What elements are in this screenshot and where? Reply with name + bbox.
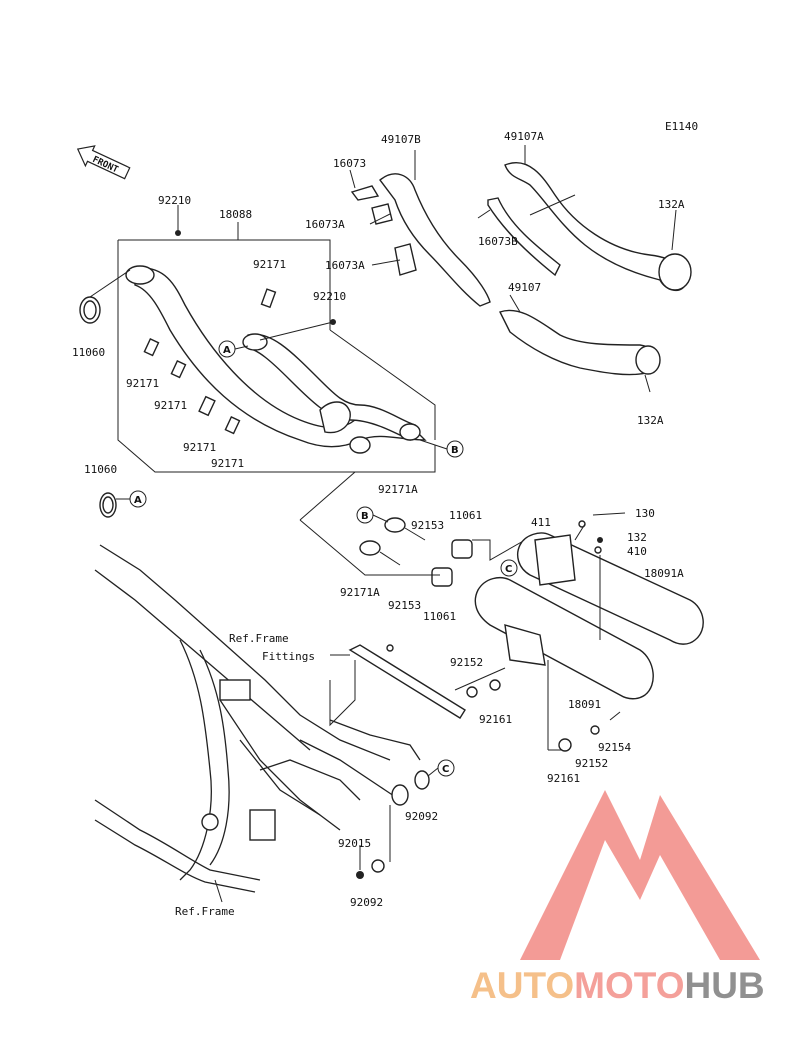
connector-c-muffler: C: [500, 559, 518, 577]
clamp-parts: [359, 517, 473, 587]
part-labels: 92210 18088 92171 92210 11060 92171 9217…: [72, 130, 685, 918]
connector-b-right: B: [446, 440, 464, 458]
part-label-92210-top: 92210: [158, 194, 191, 207]
part-label-92171-b: 92171: [126, 377, 159, 390]
muffler-18091: [474, 577, 654, 700]
watermark-logo: [520, 790, 760, 960]
svg-text:A: A: [134, 495, 142, 506]
part-label-92152-top: 92152: [450, 656, 483, 669]
part-label-16073A-2: 16073A: [325, 259, 365, 272]
part-label-92092-bot: 92092: [350, 896, 383, 909]
part-label-92161-bot: 92161: [547, 772, 580, 785]
part-label-92154: 92154: [598, 741, 631, 754]
connector-b-lower: B: [356, 506, 374, 524]
part-label-92171-e: 92171: [211, 457, 244, 470]
part-label-92153-bot: 92153: [388, 599, 421, 612]
watermark-brand: AUTOMOTOHUB: [470, 965, 765, 1006]
part-label-92015: 92015: [338, 837, 371, 850]
part-label-49107: 49107: [508, 281, 541, 294]
ref-frame-fittings-line2: Fittings: [262, 650, 315, 663]
part-label-92161-top: 92161: [479, 713, 512, 726]
motorcycle-frame: [94, 544, 430, 903]
part-label-410: 410: [627, 545, 647, 558]
part-label-92171-c: 92171: [154, 399, 187, 412]
part-label-49107A: 49107A: [504, 130, 544, 143]
brand-hub: HUB: [684, 965, 764, 1006]
part-label-92152-bot: 92152: [575, 757, 608, 770]
part-label-411: 411: [531, 516, 551, 529]
part-label-92171A-bot: 92171A: [340, 586, 380, 599]
heat-guard-49107B: [350, 173, 491, 307]
part-label-130: 130: [635, 507, 655, 520]
part-label-11060-top: 11060: [72, 346, 105, 359]
part-label-92171A-top: 92171A: [378, 483, 418, 496]
ref-frame-fittings-line1: Ref.Frame: [229, 632, 289, 645]
front-arrow-icon: FRONT: [76, 145, 131, 180]
part-label-16073: 16073: [333, 157, 366, 170]
connector-a-lower: A: [129, 490, 147, 508]
svg-text:B: B: [361, 511, 369, 522]
part-label-18091: 18091: [568, 698, 601, 711]
part-label-132A-top: 132A: [658, 198, 685, 211]
brand-moto: MOTO: [574, 965, 684, 1006]
part-label-132A-bot: 132A: [637, 414, 664, 427]
part-label-92210-mid: 92210: [313, 290, 346, 303]
svg-text:AUTOMOTOHUB: AUTOMOTOHUB: [470, 965, 765, 1006]
bracket-rail: [348, 644, 466, 719]
part-label-11061-bot: 11061: [423, 610, 456, 623]
connector-c-lower: C: [437, 759, 455, 777]
part-label-132: 132: [627, 531, 647, 544]
header-pipe-18088: [125, 265, 427, 454]
svg-text:A: A: [223, 345, 231, 356]
brand-auto: AUTO: [470, 965, 574, 1006]
part-label-92171-d: 92171: [183, 441, 216, 454]
ref-frame-bottom: Ref.Frame: [175, 905, 235, 918]
part-label-92092-top: 92092: [405, 810, 438, 823]
svg-text:C: C: [505, 564, 512, 575]
heat-guard-49107: [499, 309, 661, 376]
heat-guard-49107A: [487, 162, 692, 292]
diagram-code: E1140: [665, 120, 698, 133]
part-label-11060-bot: 11060: [84, 463, 117, 476]
muffler-18091A: [517, 532, 704, 645]
svg-text:C: C: [442, 764, 449, 775]
part-label-16073B: 16073B: [478, 235, 518, 248]
part-label-92171-a: 92171: [253, 258, 286, 271]
part-label-11061-top: 11061: [449, 509, 482, 522]
connector-a-left: A: [218, 340, 236, 358]
part-label-18088: 18088: [219, 208, 252, 221]
svg-text:B: B: [451, 445, 459, 456]
part-label-18091A: 18091A: [644, 567, 684, 580]
part-label-49107B: 49107B: [381, 133, 421, 146]
part-label-92153-top: 92153: [411, 519, 444, 532]
part-label-16073A-1: 16073A: [305, 218, 345, 231]
